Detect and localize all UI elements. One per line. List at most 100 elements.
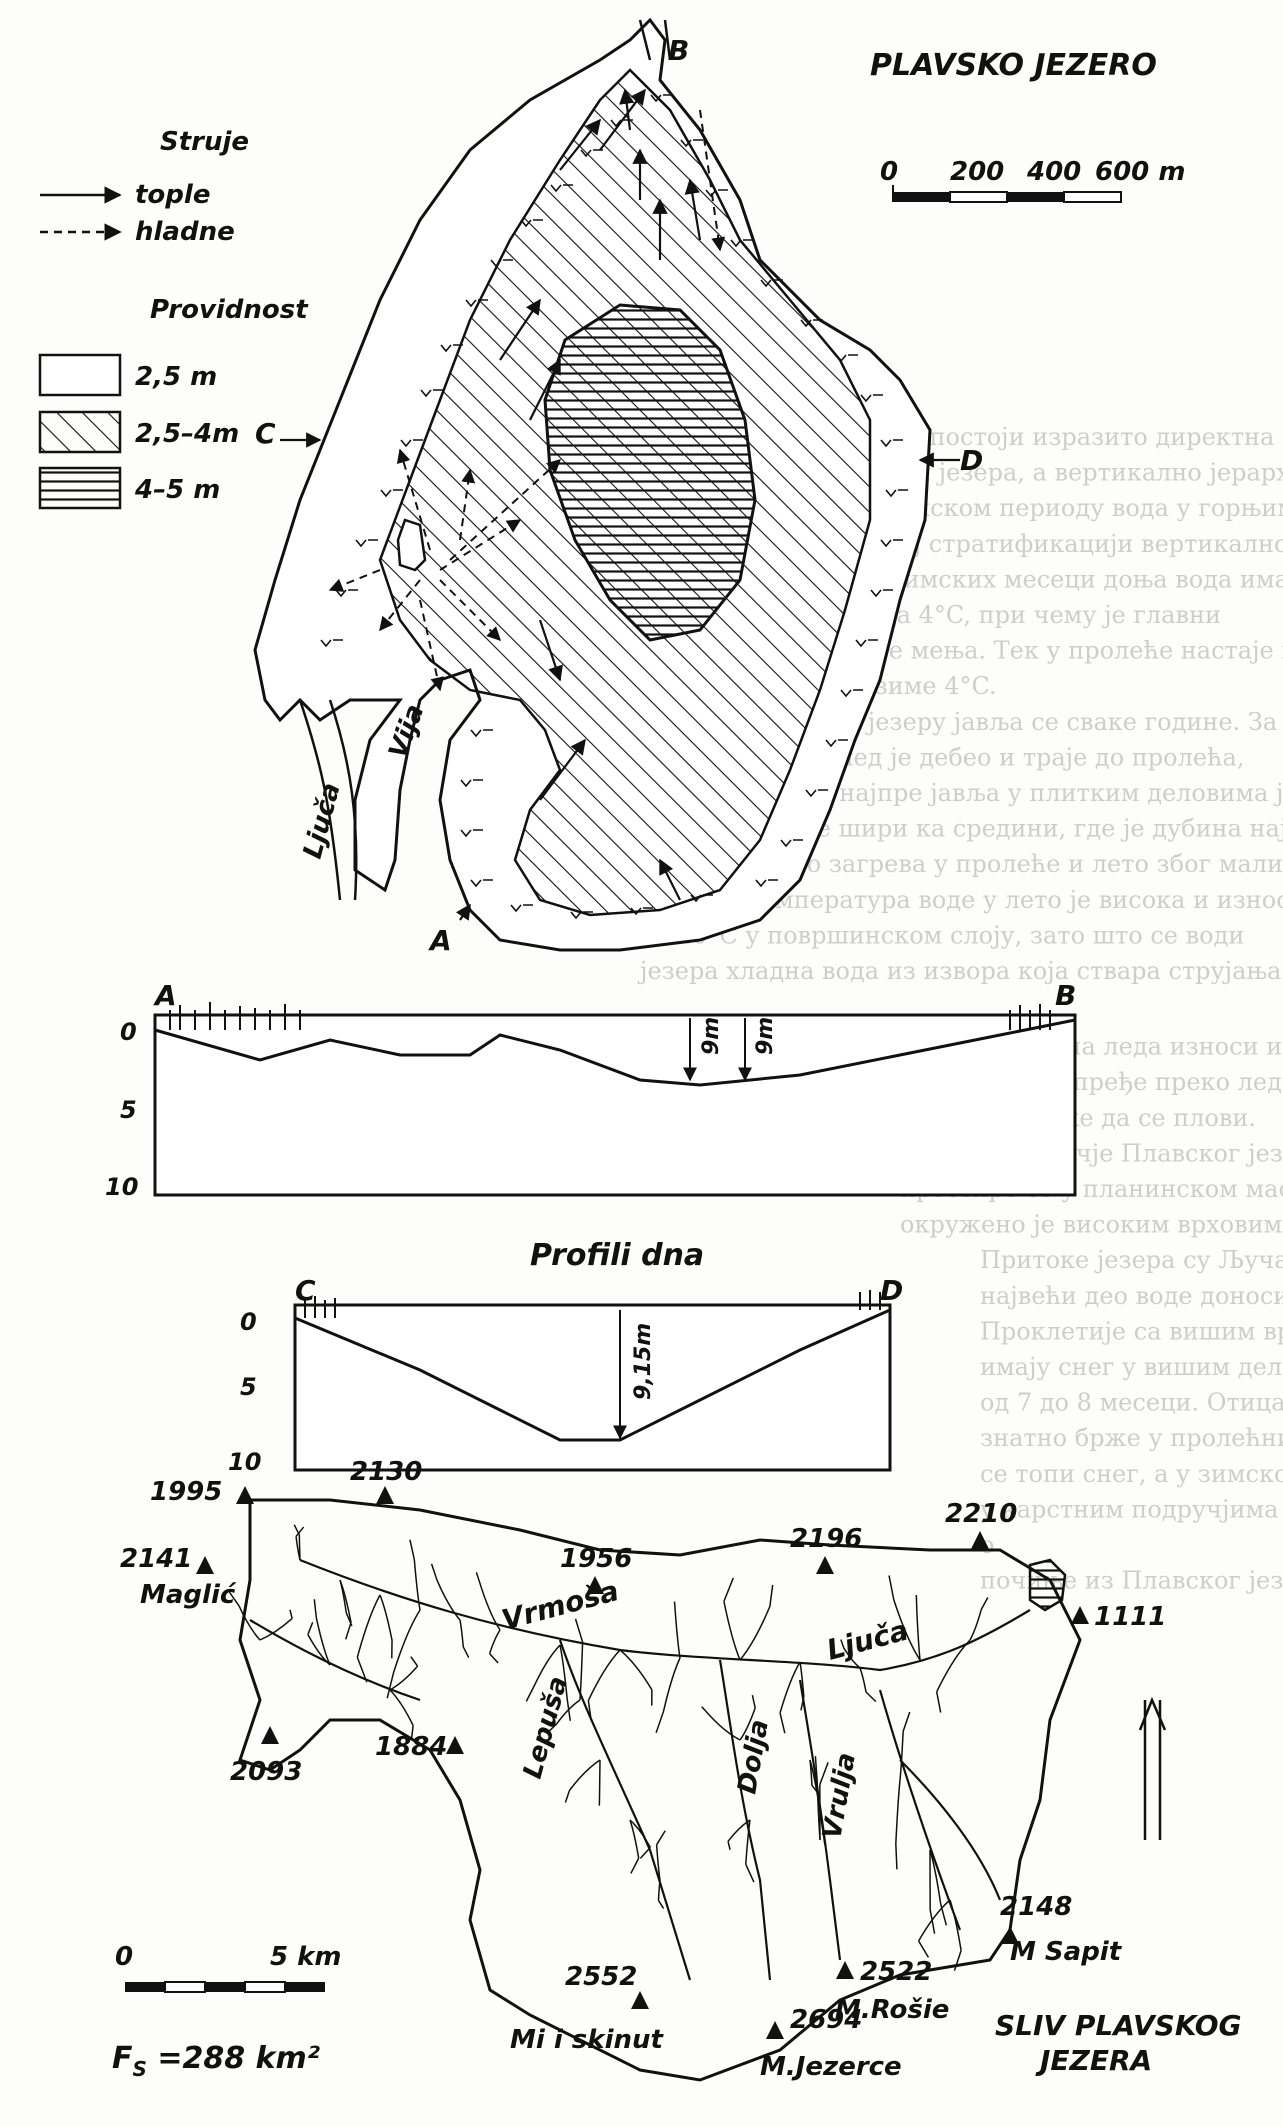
basin-outline	[238, 1498, 1082, 2082]
background-text-line: Проклетије са вишим врховима од 2500 m с…	[980, 1317, 1283, 1345]
profile-cd-depth-0: 0	[240, 1308, 257, 1336]
profile-ab-bottom	[154, 1018, 1076, 1087]
legend-transparency-2: 2,5–4m	[135, 419, 239, 449]
river-outflow-b	[638, 19, 672, 61]
tributary	[629, 1819, 640, 1874]
river-label-ljuca: Ljuča	[298, 780, 347, 862]
shore-tick	[465, 299, 488, 308]
basin-river-vrulja: Vrulja	[817, 1750, 862, 1841]
peak-elevation: 2552	[565, 1962, 637, 1992]
profile-cd-bottom	[294, 1308, 891, 1442]
background-text-line: се топи снег, а у зимском периоду вода с…	[980, 1460, 1283, 1488]
tributary	[739, 1694, 756, 1741]
profile-ab-vegetation	[169, 1002, 1051, 1030]
basin-scale-tick-0: 0	[115, 1942, 133, 1972]
tributary	[819, 1762, 829, 1841]
tributary	[629, 1819, 651, 1859]
profile-ab-depth-10: 10	[105, 1173, 138, 1201]
shore-tick	[510, 904, 533, 913]
basin-river-lepusa: Lepuša	[518, 1673, 574, 1782]
shore-tick	[800, 319, 823, 328]
background-text-line: знатно брже у пролећним и летњим месецим…	[980, 1424, 1283, 1452]
tributary	[228, 1591, 261, 1641]
shore-tick	[460, 779, 483, 788]
lake-scale-bar: 0 200 400 600 m	[880, 157, 1185, 203]
tributary	[475, 1572, 501, 1631]
basin-lake	[1028, 1558, 1067, 1612]
tributary	[799, 1661, 805, 1711]
background-text-line: у карстним подручјима слива. Ријека Лим	[980, 1495, 1283, 1523]
basin-scale-bar: 0 5 km	[115, 1942, 342, 1993]
background-text-line: Притоке језера су Ључа, Врмоша и Лепуша,…	[980, 1246, 1283, 1274]
tributary	[655, 1657, 681, 1734]
legend-warm-label: tople	[135, 180, 210, 210]
peak-marker	[376, 1486, 394, 1504]
legend-transparency-1: 2,5 m	[135, 362, 217, 392]
shore-tick	[520, 219, 543, 228]
shore-tick	[440, 344, 463, 353]
tributary	[949, 1899, 962, 1971]
tributary	[356, 1594, 381, 1683]
basin-scale-tick-5km: 5 km	[270, 1942, 342, 1972]
shore-tick	[860, 394, 883, 403]
shore-tick	[400, 439, 423, 448]
tributary	[389, 1656, 419, 1691]
peak-marker	[836, 1961, 854, 1979]
shore-tick	[835, 354, 858, 363]
tributary	[564, 1759, 601, 1803]
tributary	[673, 1601, 681, 1659]
peak-name: Mi i skinut	[510, 2025, 664, 2055]
shore-tick	[760, 279, 783, 288]
peak-elevation: 2093	[230, 1757, 302, 1787]
lake-map: B C D A Ljuča Vija PLAVSKO JEZERO 0 200 …	[38, 17, 1185, 957]
peak-elevation: 1884	[375, 1732, 447, 1762]
tributary	[409, 1539, 421, 1611]
shore-tick	[780, 839, 803, 848]
peak-elevation: 1995	[150, 1477, 222, 1507]
profile-ab-depth-5: 5	[120, 1096, 137, 1124]
shore-tick	[320, 639, 343, 648]
profile-cd-depth-label: 9,15m	[631, 1323, 656, 1400]
section-marker-c: C	[255, 417, 276, 450]
shore-tick	[630, 907, 653, 916]
shore-tick	[420, 389, 443, 398]
peak-marker	[766, 2021, 784, 2039]
river-label-vija: Vija	[383, 700, 430, 762]
tributary	[379, 1594, 393, 1659]
north-arrow	[1138, 1696, 1167, 1840]
peak-elevation: 2522	[860, 1957, 932, 1987]
tributary	[969, 1597, 989, 1641]
tributary	[619, 1649, 653, 1706]
peak-marker	[261, 1726, 279, 1744]
tributary	[657, 1879, 665, 1909]
shore-tick	[880, 539, 903, 548]
shore-tick	[805, 789, 828, 798]
peak-marker	[1001, 1926, 1019, 1944]
shore-tick	[650, 94, 673, 103]
shore-tick	[490, 259, 513, 268]
peak-marker	[1071, 1606, 1089, 1624]
tributary	[430, 1563, 461, 1621]
peak-name: M.Jezerce	[760, 2052, 902, 2082]
peak-elevation: 2210	[945, 1499, 1017, 1529]
profile-ab-depth-label-1: 9m	[699, 1017, 724, 1055]
tributary	[888, 1575, 921, 1661]
tributary	[587, 1649, 621, 1722]
lake-scale-tick-200: 200	[950, 157, 1004, 187]
peak-marker	[196, 1556, 214, 1574]
shore-tick	[825, 739, 848, 748]
tributary	[935, 1639, 971, 1713]
lake-map-title: PLAVSKO JEZERO	[870, 48, 1157, 83]
peak-name: M.Rošie	[835, 1995, 949, 2025]
lake-scale-tick-400: 400	[1026, 157, 1081, 187]
background-text-line: највећи део воде доноси река Ључа.	[980, 1282, 1283, 1310]
tributary	[459, 1619, 470, 1659]
profiles: A B 0 5 10 9m 9m Profili dna C D 0 5 10 …	[105, 979, 1077, 1476]
tributary	[525, 1644, 561, 1702]
tributary	[339, 1579, 352, 1640]
shore-tick	[470, 879, 493, 888]
profile-ab-end: B	[1055, 979, 1076, 1012]
tributary	[295, 1526, 305, 1561]
basin-map: 199521302141Maglić1956219622101111209318…	[112, 1457, 1242, 2082]
peak-elevation: 2141	[120, 1544, 192, 1574]
